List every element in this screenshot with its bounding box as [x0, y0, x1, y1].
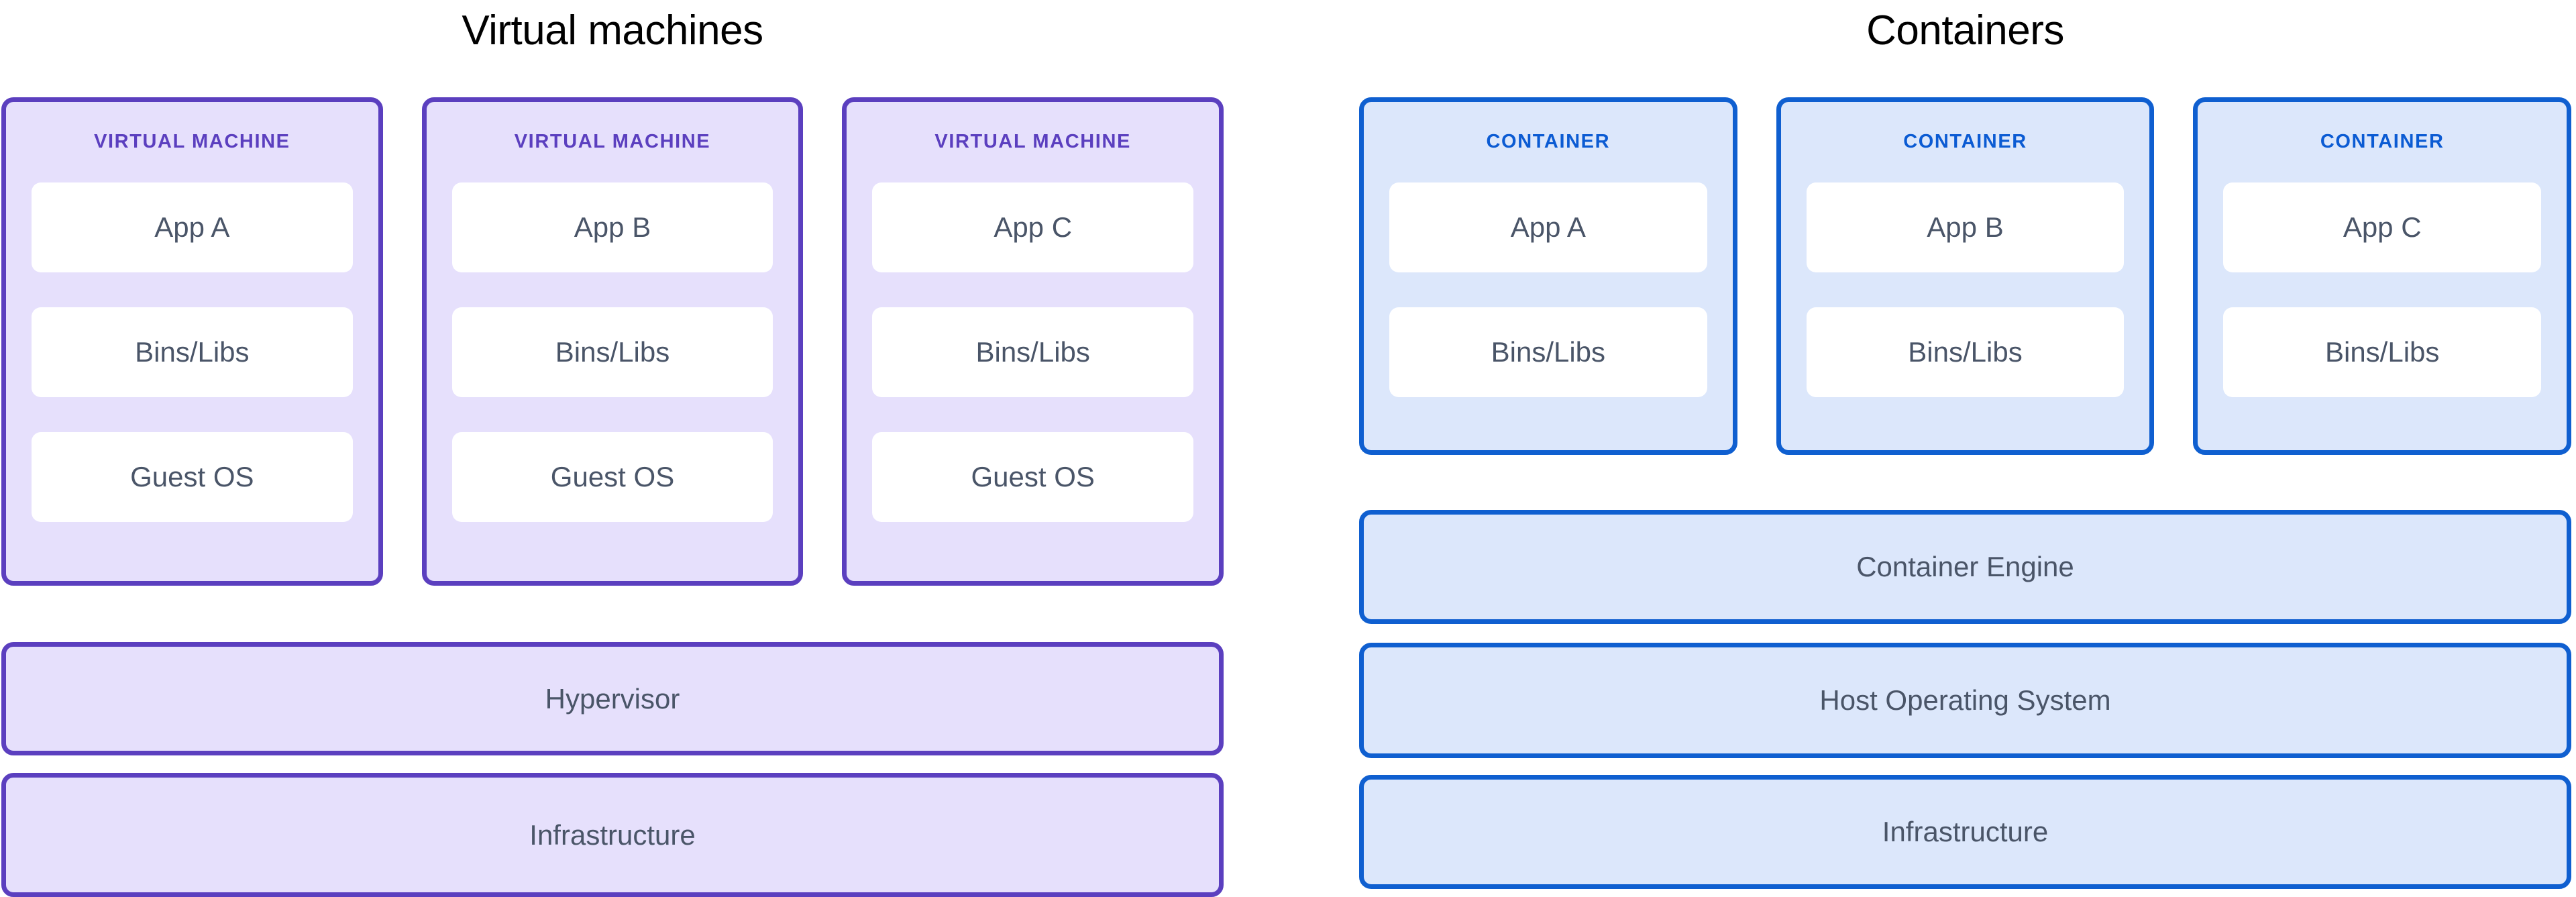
vm-app-layer: App C	[872, 182, 1194, 272]
virtual-machine-card[interactable]: VIRTUAL MACHINE App C Bins/Libs Guest OS	[842, 97, 1224, 586]
vm-app-layer: App A	[32, 182, 353, 272]
virtual-machines-column: VIRTUAL MACHINE App A Bins/Libs Guest OS…	[1, 0, 1224, 897]
virtual-machine-card-label: VIRTUAL MACHINE	[94, 131, 290, 152]
virtual-machine-card-label: VIRTUAL MACHINE	[934, 131, 1131, 152]
vm-bins-libs-layer: Bins/Libs	[32, 307, 353, 397]
container-app-layer: App C	[2223, 182, 2542, 272]
container-bins-libs-layer: Bins/Libs	[2223, 307, 2542, 397]
container-card[interactable]: CONTAINER App C Bins/Libs	[2193, 97, 2572, 455]
container-card-row: CONTAINER App A Bins/Libs CONTAINER App …	[1359, 97, 2572, 455]
virtual-machine-card[interactable]: VIRTUAL MACHINE App A Bins/Libs Guest OS	[1, 97, 383, 586]
container-card[interactable]: CONTAINER App B Bins/Libs	[1776, 97, 2155, 455]
vm-app-layer: App B	[451, 182, 773, 272]
container-bins-libs-layer: Bins/Libs	[1806, 307, 2125, 397]
virtual-machines-title: Virtual machines	[462, 7, 763, 54]
vm-bins-libs-layer: Bins/Libs	[872, 307, 1194, 397]
container-app-layer: App A	[1389, 182, 1707, 272]
vm-guest-os-layer: Guest OS	[872, 432, 1194, 522]
container-app-layer: App B	[1806, 182, 2125, 272]
vm-infrastructure-bar[interactable]: Infrastructure	[1, 773, 1224, 897]
host-operating-system-bar[interactable]: Host Operating System	[1359, 643, 2571, 758]
virtual-machine-card-row: VIRTUAL MACHINE App A Bins/Libs Guest OS…	[1, 97, 1224, 586]
vm-guest-os-layer: Guest OS	[451, 432, 773, 522]
container-card-label: CONTAINER	[1903, 131, 2027, 152]
containers-title: Containers	[1866, 7, 2064, 54]
container-card-label: CONTAINER	[1486, 131, 1611, 152]
container-card-label: CONTAINER	[2320, 131, 2445, 152]
virtual-machine-card-label: VIRTUAL MACHINE	[514, 131, 711, 152]
container-infrastructure-bar[interactable]: Infrastructure	[1359, 775, 2571, 889]
virtual-machine-card[interactable]: VIRTUAL MACHINE App B Bins/Libs Guest OS	[421, 97, 804, 586]
vm-bins-libs-layer: Bins/Libs	[451, 307, 773, 397]
vm-guest-os-layer: Guest OS	[32, 432, 353, 522]
container-card[interactable]: CONTAINER App A Bins/Libs	[1359, 97, 1737, 455]
hypervisor-bar[interactable]: Hypervisor	[1, 642, 1224, 755]
container-bins-libs-layer: Bins/Libs	[1389, 307, 1707, 397]
container-engine-bar[interactable]: Container Engine	[1359, 510, 2571, 624]
containers-column: CONTAINER App A Bins/Libs CONTAINER App …	[1359, 0, 2572, 894]
